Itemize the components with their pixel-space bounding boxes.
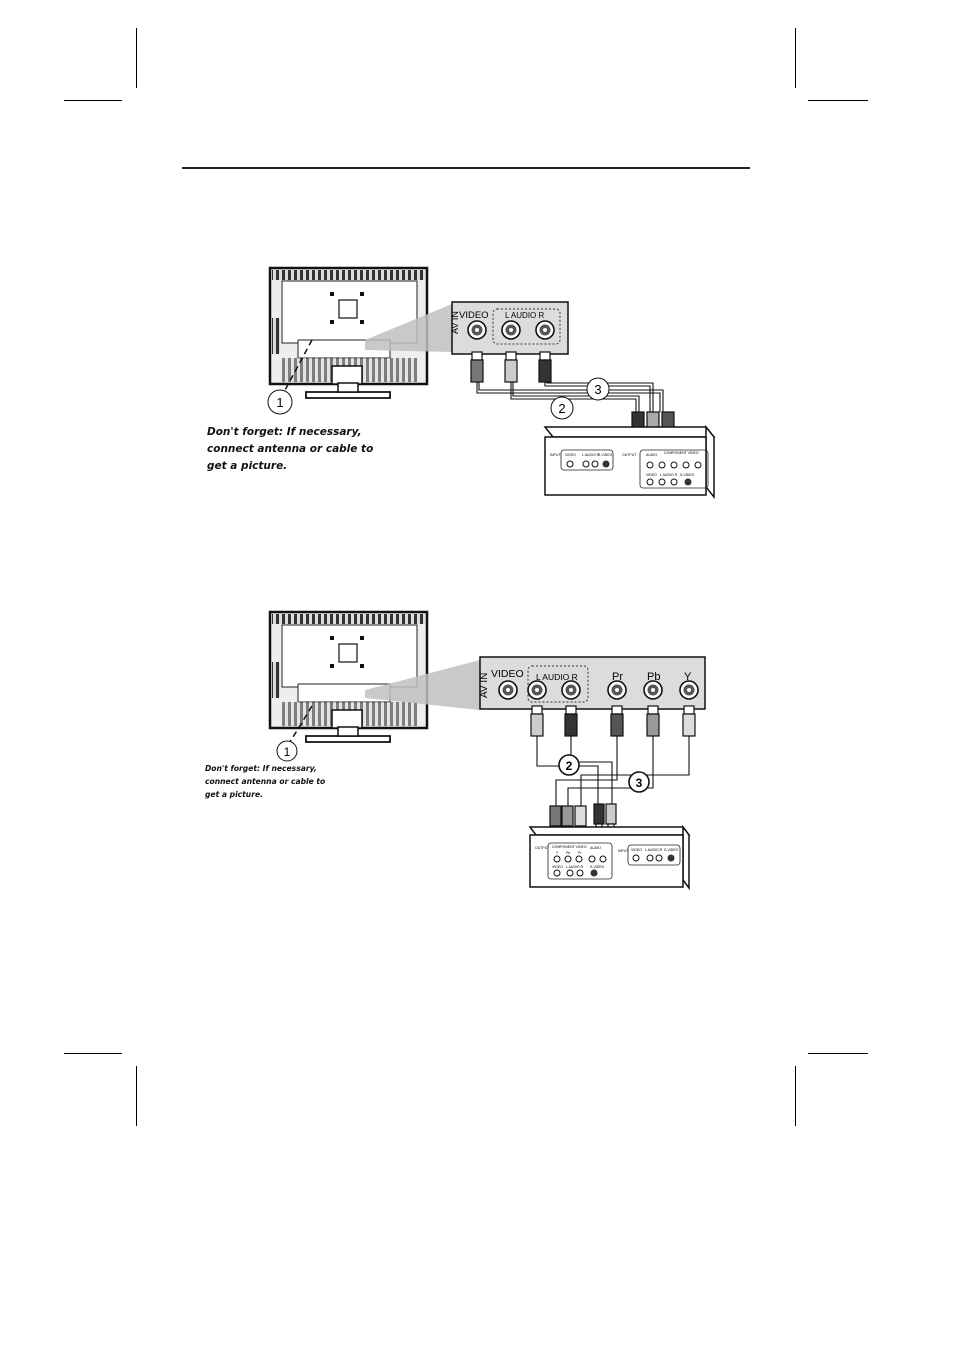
svg-text:S-VIDEO: S-VIDEO <box>680 473 695 477</box>
svg-text:AUDIO: AUDIO <box>646 453 657 457</box>
svg-text:VIDEO: VIDEO <box>631 848 642 852</box>
header-rule <box>182 167 750 169</box>
svg-text:L AUDIO R: L AUDIO R <box>645 848 663 852</box>
svg-text:1: 1 <box>284 745 291 759</box>
svg-text:Pr: Pr <box>578 851 582 855</box>
video-jack-2 <box>498 680 518 700</box>
source-device-2: OUTPUT COMPONENT VIDEO Y Pb Pr AUDIO VID… <box>528 824 691 891</box>
crop-mark-bottom-left-horizontal <box>64 1053 122 1054</box>
callout-3-b: 3 <box>628 771 650 793</box>
svg-text:S-VIDEO: S-VIDEO <box>664 848 679 852</box>
crop-mark-bottom-left-vertical <box>136 1066 137 1126</box>
crop-mark-top-right-vertical <box>795 28 796 88</box>
svg-text:3: 3 <box>636 776 643 790</box>
video-label: VIDEO <box>459 310 489 321</box>
av-in-component-panel-2: AV IN VIDEO L AUDIO R Pr Pb Y <box>479 656 706 710</box>
svg-text:L AUDIO R: L AUDIO R <box>660 473 678 477</box>
diagram-1: AV IN VIDEO L AUDIO R <box>267 266 716 500</box>
pr-jack-2 <box>607 680 627 700</box>
video-jack-1 <box>467 320 487 340</box>
svg-text:AV IN: AV IN <box>479 673 490 698</box>
svg-text:L AUDIO R: L AUDIO R <box>582 453 600 457</box>
zoom-beam-1 <box>365 304 452 352</box>
crop-mark-top-left-horizontal <box>64 100 122 101</box>
callout-2: 2 <box>550 396 574 420</box>
callout-2-b: 2 <box>558 754 580 776</box>
zoom-beam-2 <box>365 660 480 710</box>
svg-text:INPUT: INPUT <box>550 453 561 457</box>
svg-text:Pb: Pb <box>647 671 660 683</box>
svg-text:L AUDIO R: L AUDIO R <box>566 865 584 869</box>
svg-text:COMPONENT VIDEO: COMPONENT VIDEO <box>664 451 699 455</box>
audio-l-jack-2 <box>527 680 547 700</box>
tv-rear-view-2 <box>268 610 429 743</box>
svg-text:OUTPUT: OUTPUT <box>535 846 550 850</box>
crop-mark-top-left-vertical <box>136 28 137 88</box>
svg-text:Pb: Pb <box>566 851 570 855</box>
svg-text:VIDEO: VIDEO <box>552 865 563 869</box>
av-in-label: AV IN <box>450 311 460 334</box>
svg-text:S-VIDEO: S-VIDEO <box>590 865 605 869</box>
callout-1-b: 1 <box>276 740 298 762</box>
svg-text:VIDEO: VIDEO <box>565 453 576 457</box>
svg-text:INPUT: INPUT <box>618 849 629 853</box>
note-line: Don't forget: If necessary, <box>207 426 362 438</box>
svg-text:3: 3 <box>594 382 601 397</box>
panel-plugs-1 <box>470 351 552 383</box>
note-line: connect antenna or cable to <box>207 443 374 455</box>
pb-jack-2 <box>643 680 663 700</box>
callout-3: 3 <box>586 377 610 401</box>
crop-mark-bottom-right-horizontal <box>808 1053 868 1054</box>
cables-2 <box>536 736 690 806</box>
svg-text:L AUDIO R: L AUDIO R <box>536 672 578 682</box>
crop-mark-bottom-right-vertical <box>795 1066 796 1126</box>
audio-label: L AUDIO R <box>505 311 544 320</box>
audio-r-jack-1 <box>535 320 555 340</box>
svg-text:AUDIO: AUDIO <box>590 846 601 850</box>
svg-text:COMPONENT VIDEO: COMPONENT VIDEO <box>552 845 587 849</box>
svg-text:VIDEO: VIDEO <box>491 668 524 680</box>
panel-plugs-2 <box>530 705 696 737</box>
note-line: get a picture. <box>205 790 263 799</box>
note-line: Don't forget: If necessary, <box>205 764 317 773</box>
antenna-note-1: Don't forget: If necessary, connect ante… <box>207 424 373 475</box>
antenna-note-2: Don't forget: If necessary, connect ante… <box>205 762 325 801</box>
note-line: get a picture. <box>207 460 288 472</box>
svg-text:S-VIDEO: S-VIDEO <box>598 453 613 457</box>
svg-text:2: 2 <box>566 759 573 773</box>
y-jack-2 <box>679 680 699 700</box>
svg-text:2: 2 <box>558 401 565 416</box>
audio-l-jack-1 <box>501 320 521 340</box>
diagram-2: AV IN VIDEO L AUDIO R Pr Pb Y <box>268 610 706 891</box>
svg-text:Pr: Pr <box>612 671 623 683</box>
svg-text:VIDEO: VIDEO <box>646 473 657 477</box>
svg-text:OUTPUT: OUTPUT <box>622 453 637 457</box>
crop-mark-top-right-horizontal <box>808 100 868 101</box>
av-in-panel-1: AV IN VIDEO L AUDIO R <box>450 301 569 355</box>
svg-text:1: 1 <box>276 395 283 410</box>
svg-text:Y: Y <box>556 851 559 855</box>
note-line: connect antenna or cable to <box>205 777 326 786</box>
svg-text:Y: Y <box>684 671 692 683</box>
audio-r-jack-2 <box>561 680 581 700</box>
callout-1: 1 <box>267 389 293 415</box>
source-device-1: INPUT VIDEO L AUDIO R S-VIDEO OUTPUT AUD… <box>543 424 716 500</box>
